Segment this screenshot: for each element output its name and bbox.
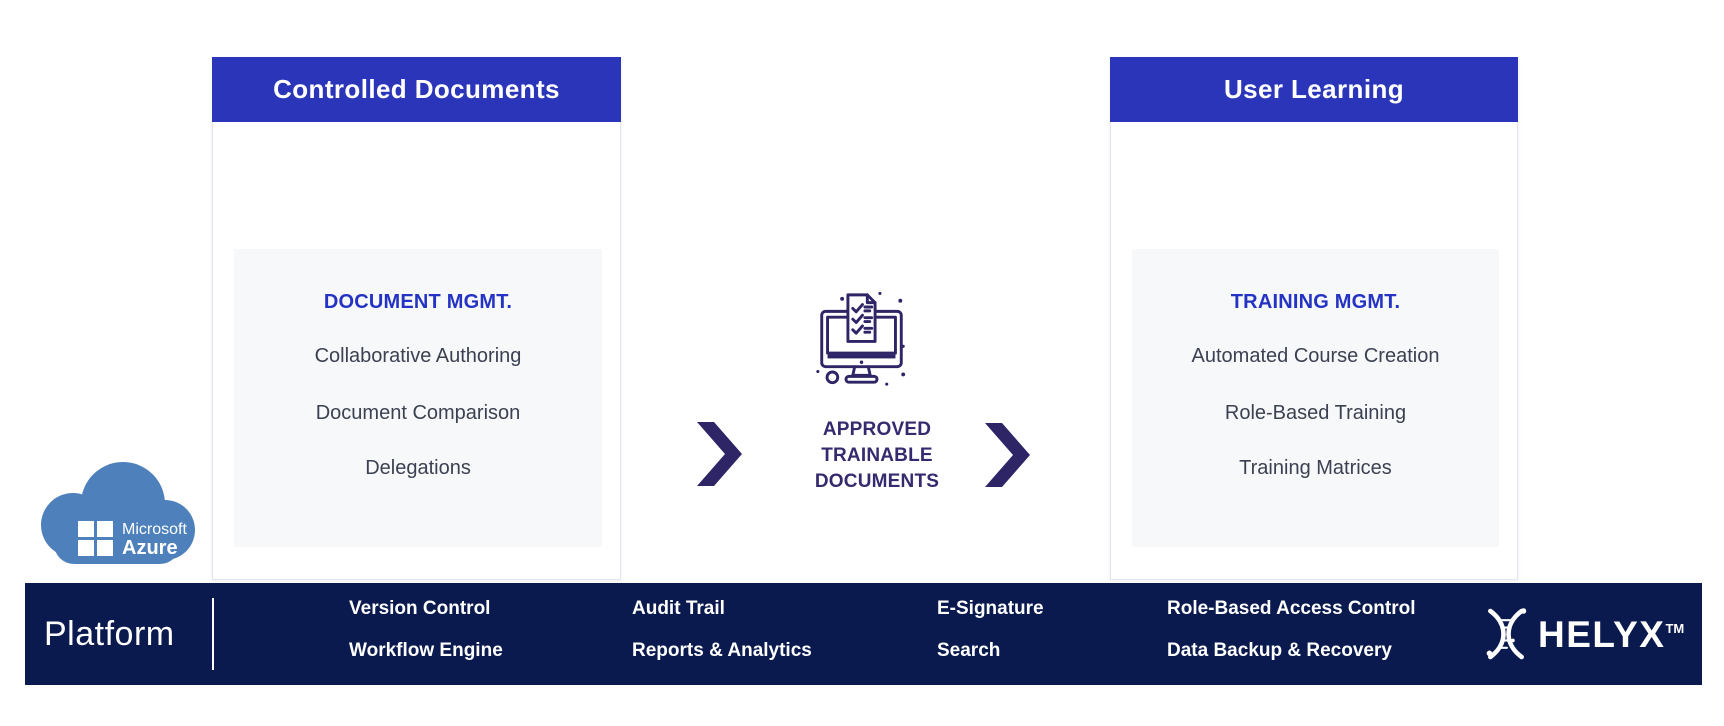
azure-cloud-icon: Microsoft Azure xyxy=(41,462,195,564)
divider xyxy=(212,598,214,670)
label-line: APPROVED xyxy=(822,419,932,440)
platform-feature: Audit Trail xyxy=(632,598,725,619)
chevron-right-icon xyxy=(985,423,1030,487)
platform-feature: Workflow Engine xyxy=(349,640,503,661)
platform-feature: E-Signature xyxy=(937,598,1044,619)
card-heading: DOCUMENT MGMT. xyxy=(323,291,513,313)
monitor-checklist-icon xyxy=(816,291,906,386)
list-item: Document Comparison xyxy=(315,402,521,424)
list-item: Collaborative Authoring xyxy=(314,345,522,367)
dna-helix-icon xyxy=(1486,608,1527,660)
panel-title-user-learning: User Learning xyxy=(1110,57,1518,122)
platform-feature: Reports & Analytics xyxy=(632,640,812,661)
user-learning-panel: User Learning TRAINING MGMT. Automated C… xyxy=(1110,57,1518,580)
list-item: Training Matrices xyxy=(1239,457,1392,479)
training-mgmt-card: TRAINING MGMT. Automated Course Creation… xyxy=(1132,249,1499,547)
platform-bar: Platform Version Control Workflow Engine… xyxy=(25,583,1702,685)
approved-trainable-documents-label: APPROVED TRAINABLE DOCUMENTS xyxy=(802,417,952,495)
list-item: Delegations xyxy=(365,457,471,479)
list-item: Automated Course Creation xyxy=(1191,345,1440,367)
platform-feature: Role-Based Access Control xyxy=(1167,598,1416,619)
panel-title-controlled-documents: Controlled Documents xyxy=(212,57,621,122)
list-item: Role-Based Training xyxy=(1224,402,1407,424)
platform-label: Platform xyxy=(44,614,175,653)
controlled-documents-panel: Controlled Documents DOCUMENT MGMT. Coll… xyxy=(212,57,621,580)
brand-name: HELYX xyxy=(1538,613,1666,655)
label-line: DOCUMENTS xyxy=(814,471,940,492)
azure-text-microsoft: Microsoft xyxy=(122,521,187,538)
card-heading: TRAINING MGMT. xyxy=(1230,291,1401,313)
trademark-mark: TM xyxy=(1665,620,1685,636)
platform-feature: Data Backup & Recovery xyxy=(1167,640,1392,661)
label-line: TRAINABLE xyxy=(821,445,933,466)
helyx-logo: HELYXTM xyxy=(1483,583,1684,685)
azure-text-azure: Azure xyxy=(122,537,178,559)
platform-feature: Search xyxy=(937,640,1001,661)
chevron-right-icon xyxy=(697,422,742,486)
platform-feature: Version Control xyxy=(349,598,491,619)
document-mgmt-card: DOCUMENT MGMT. Collaborative Authoring D… xyxy=(234,249,602,547)
